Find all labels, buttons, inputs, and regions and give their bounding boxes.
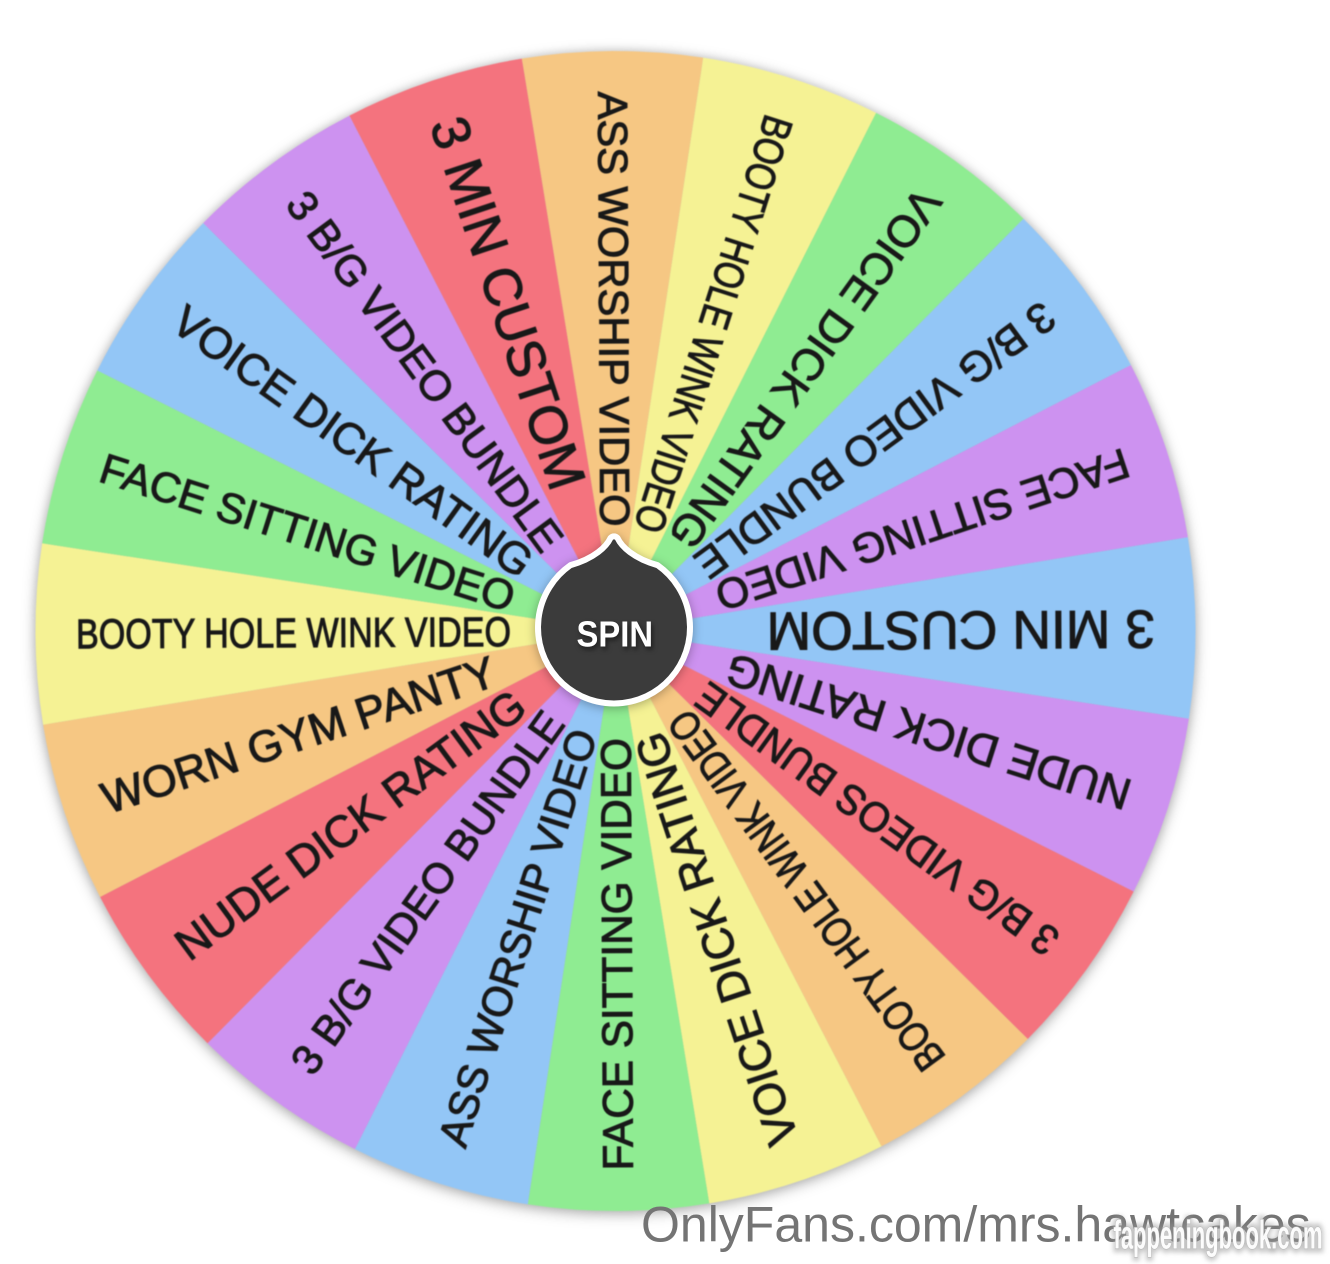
svg-text:FACE SITTING VIDEO: FACE SITTING VIDEO (593, 738, 642, 1171)
svg-text:BOOTY HOLE WINK VIDEO: BOOTY HOLE WINK VIDEO (76, 608, 511, 657)
svg-text:fappeningbook.com: fappeningbook.com (1114, 1214, 1323, 1258)
svg-text:3 MIN CUSTOM: 3 MIN CUSTOM (766, 599, 1155, 660)
svg-text:SPIN: SPIN (577, 614, 654, 655)
svg-text:OnlyFans.com/mrs.hawtcakes: OnlyFans.com/mrs.hawtcakes (641, 1197, 1311, 1253)
svg-text:fappeningbook.com: fappeningbook.com (1114, 1214, 1323, 1258)
svg-text:ASS WORSHIP VIDEO: ASS WORSHIP VIDEO (589, 91, 638, 526)
